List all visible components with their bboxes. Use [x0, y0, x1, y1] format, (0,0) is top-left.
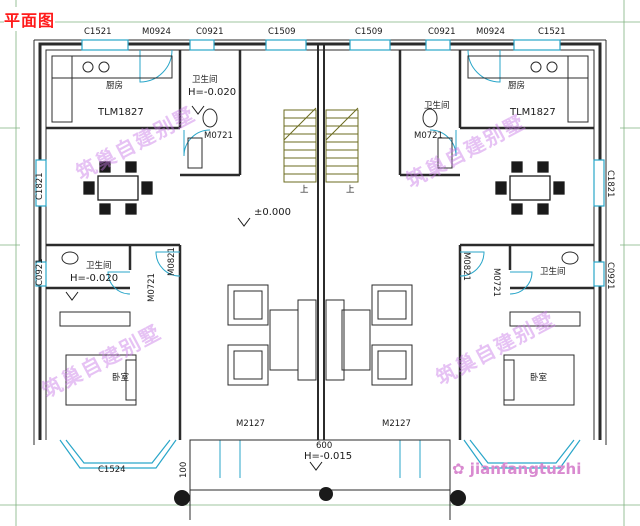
- bath-fixtures: [61, 108, 579, 265]
- window-label-c0921-side-right: C0921: [605, 262, 615, 290]
- dining-set-left: [83, 161, 153, 215]
- floor-level: ±0.000: [254, 207, 292, 218]
- dining-set-right: [495, 161, 565, 215]
- door-label-m0821-right: M0821: [461, 252, 471, 281]
- window-label-c1509-right: C1509: [355, 27, 383, 37]
- living-sofas: [227, 284, 413, 386]
- door-label-m0924-left: M0924: [142, 27, 171, 37]
- flower-icon: ✿: [452, 460, 470, 478]
- brand-logo: ✿ jianfangtuzhi: [452, 460, 581, 478]
- door-label-m0721-upper-right: M0721: [414, 131, 443, 141]
- windows: [35, 39, 605, 287]
- page-title: 平面图: [4, 7, 56, 31]
- bay-windows: [59, 439, 581, 469]
- stairs-left: [283, 107, 317, 183]
- door-label-m0924-right: M0924: [476, 27, 505, 37]
- exterior-walls: [38, 42, 602, 440]
- window-label-c1521-right: C1521: [538, 27, 566, 37]
- door-label-m0721-upper-left: M0721: [204, 131, 233, 141]
- level-bath-lower-left: H=-0.020: [70, 273, 119, 284]
- fridge-label-right: TLM1827: [510, 107, 556, 118]
- room-label-kitchen-left: 厨房: [106, 81, 124, 91]
- room-label-bath-lower-left: 卫生间: [86, 261, 112, 271]
- dim-100: 100: [179, 461, 189, 478]
- window-label-c1524: C1524: [98, 465, 126, 475]
- dim-600: 600: [316, 441, 333, 451]
- room-label-bath-upper-right: 卫生间: [424, 101, 450, 111]
- porch-columns: [174, 487, 466, 506]
- room-label-kitchen-right: 厨房: [508, 81, 526, 91]
- interior-walls: [46, 50, 594, 440]
- window-label-c0921-right: C0921: [428, 27, 456, 37]
- fridge-label-left: TLM1827: [98, 107, 144, 118]
- kitchen-counters: [51, 55, 589, 123]
- window-label-c1821-right: C1821: [605, 170, 615, 198]
- room-label-bedroom-left: 卧室: [112, 373, 130, 383]
- door-label-m0721-lower-right: M0721: [491, 268, 501, 297]
- window-label-c1821-left: C1821: [35, 172, 45, 200]
- window-label-c1521-left: C1521: [84, 27, 112, 37]
- door-label-m2127-left: M2127: [236, 419, 265, 429]
- room-label-bath-lower-right: 卫生间: [540, 267, 566, 277]
- porch: [189, 439, 451, 520]
- window-label-c0921-left: C0921: [196, 27, 224, 37]
- brand-text: jianfangtuzhi: [469, 460, 582, 478]
- door-label-m0821-left: M0821: [167, 247, 177, 276]
- door-label-m2127-right: M2127: [382, 419, 411, 429]
- room-label-bath-upper-left: 卫生间: [192, 75, 218, 85]
- window-label-c0921-side-left: C0921: [35, 258, 45, 286]
- beds: [59, 311, 581, 406]
- stair-up-left: 上: [300, 185, 309, 195]
- level-markers: [65, 105, 323, 471]
- stair-up-right: 上: [346, 185, 355, 195]
- level-bath-upper-left: H=-0.020: [188, 87, 237, 98]
- door-label-m0721-lower-left: M0721: [147, 273, 157, 302]
- level-entry: H=-0.015: [304, 451, 353, 462]
- window-label-c1509-left: C1509: [268, 27, 296, 37]
- room-label-bedroom-right: 卧室: [530, 373, 548, 383]
- stairs-right: [325, 107, 359, 183]
- party-wall: [317, 44, 325, 440]
- exterior-wall-inner-lines: [33, 39, 607, 445]
